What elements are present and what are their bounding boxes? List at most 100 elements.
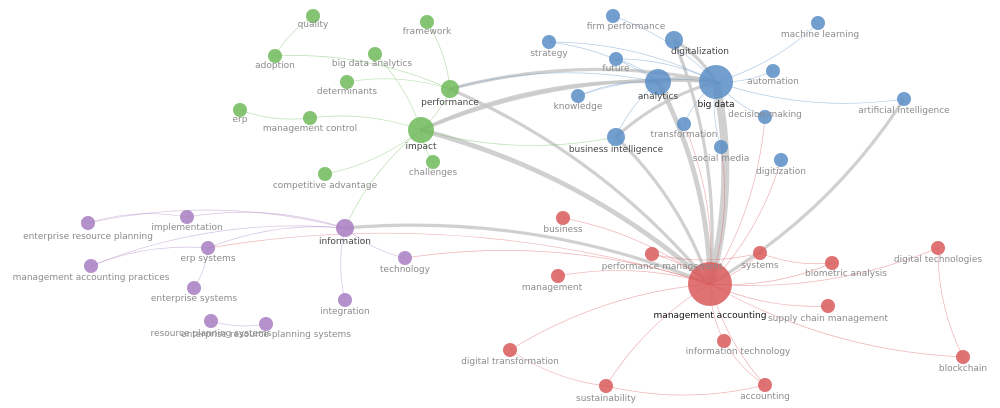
node-information-technology[interactable] xyxy=(717,334,731,348)
edge-management-accounting-digitalization xyxy=(672,39,714,285)
node-impact[interactable] xyxy=(408,117,434,143)
node-accounting[interactable] xyxy=(758,378,772,392)
edge-performance-management-systems xyxy=(651,252,761,261)
edge-information-management-accounting-practices xyxy=(90,225,346,267)
node-management-accounting[interactable] xyxy=(688,262,732,306)
node-technology[interactable] xyxy=(398,251,412,265)
node-enterprise-resource-planning-systems[interactable] xyxy=(259,317,273,331)
node-digital-technologies[interactable] xyxy=(931,241,945,255)
label-implementation: implementation xyxy=(151,223,222,233)
node-social-media[interactable] xyxy=(714,140,728,154)
node-erp[interactable] xyxy=(233,103,247,117)
label-big-data-analytics: big data analytics xyxy=(332,59,412,69)
node-big-data[interactable] xyxy=(699,65,733,99)
edge-management-accounting-information xyxy=(344,223,711,286)
node-determinants[interactable] xyxy=(340,75,354,89)
node-blockchain[interactable] xyxy=(956,350,970,364)
label-erp-systems: erp systems xyxy=(180,254,235,264)
node-business-intelligence[interactable] xyxy=(607,128,625,146)
node-automation[interactable] xyxy=(766,64,780,78)
label-erp: erp xyxy=(233,115,248,125)
node-integration[interactable] xyxy=(338,293,352,307)
label-future: future xyxy=(602,64,630,74)
node-digital-transformation[interactable] xyxy=(503,343,517,357)
edge-big-data-strategy xyxy=(548,41,717,83)
edge-management-accounting-digital-technologies xyxy=(709,247,939,286)
node-sustainability[interactable] xyxy=(599,379,613,393)
label-social-media: social media xyxy=(693,154,750,164)
label-information-technology: information technology xyxy=(686,347,791,357)
edge-management-accounting-artificial-intelligence xyxy=(709,98,906,286)
node-artificial-intelligence[interactable] xyxy=(897,92,911,106)
label-digitalization: digitalization xyxy=(671,47,729,57)
node-performance-management[interactable] xyxy=(645,247,659,261)
label-impact: impact xyxy=(406,142,437,152)
edge-management-accounting-digital-transformation xyxy=(509,283,711,351)
node-big-data-analytics[interactable] xyxy=(368,47,382,61)
label-management-control: management control xyxy=(263,124,357,134)
edge-information-erp-systems xyxy=(207,226,346,249)
node-framework[interactable] xyxy=(420,15,434,29)
label-enterprise-resource-planning: enterprise resource planning xyxy=(23,232,153,242)
label-resource-planning-systems: resource planning systems xyxy=(151,329,272,339)
label-management-accounting-practices: management accounting practices xyxy=(13,273,170,283)
node-competitive-advantage[interactable] xyxy=(318,167,332,181)
edge-analytics-strategy xyxy=(548,41,659,83)
edge-analytics-performance xyxy=(449,72,659,90)
node-firm-performance[interactable] xyxy=(606,9,620,23)
label-business: business xyxy=(543,225,583,235)
node-transformation[interactable] xyxy=(677,117,691,131)
node-erp-systems[interactable] xyxy=(201,241,215,255)
label-analytics: analytics xyxy=(638,92,679,102)
node-digitization[interactable] xyxy=(774,153,788,167)
node-implementation[interactable] xyxy=(180,210,194,224)
edge-management-accounting-impact xyxy=(420,127,712,286)
edge-information-implementation xyxy=(186,211,346,229)
node-management[interactable] xyxy=(551,269,565,283)
label-enterprise-resource-planning-systems: enterprise resource planning systems xyxy=(181,330,351,340)
node-systems[interactable] xyxy=(753,246,767,260)
node-future[interactable] xyxy=(609,52,623,66)
node-performance[interactable] xyxy=(441,80,459,98)
edge-management-accounting-analytics xyxy=(655,80,713,285)
node-adoption[interactable] xyxy=(268,49,282,63)
node-management-control[interactable] xyxy=(303,111,317,125)
label-machine-learning: machine learning xyxy=(781,30,859,40)
label-sustainability: sustainability xyxy=(576,394,637,404)
node-biometric-analysis[interactable] xyxy=(825,256,839,270)
node-challenges[interactable] xyxy=(426,155,440,169)
node-quality[interactable] xyxy=(306,9,320,23)
node-knowledge[interactable] xyxy=(571,89,585,103)
edge-performance-determinants xyxy=(346,78,451,90)
label-framework: framework xyxy=(403,27,452,37)
node-management-accounting-practices[interactable] xyxy=(84,259,98,273)
edge-digital-technologies-blockchain xyxy=(937,247,964,358)
label-digital-technologies: digital technologies xyxy=(894,255,983,265)
node-enterprise-systems[interactable] xyxy=(187,281,201,295)
node-machine-learning[interactable] xyxy=(811,16,825,30)
edge-big-data-performance xyxy=(449,67,717,91)
label-management: management xyxy=(522,283,583,293)
label-information: information xyxy=(319,237,371,247)
node-strategy[interactable] xyxy=(542,35,556,49)
node-analytics[interactable] xyxy=(645,69,671,95)
node-layer xyxy=(81,9,970,393)
label-competitive-advantage: competitive advantage xyxy=(273,181,378,191)
label-technology: technology xyxy=(380,265,431,275)
node-resource-planning-systems[interactable] xyxy=(204,314,218,328)
label-determinants: determinants xyxy=(317,87,378,97)
node-supply-chain-management[interactable] xyxy=(821,299,835,313)
edge-digital-transformation-sustainability xyxy=(509,349,607,387)
label-performance-management: performance management xyxy=(602,262,723,272)
label-firm-performance: firm performance xyxy=(587,22,666,32)
label-adoption: adoption xyxy=(255,61,295,71)
node-digitalization[interactable] xyxy=(665,31,683,49)
label-supply-chain-management: supply chain management xyxy=(768,314,888,324)
node-business[interactable] xyxy=(556,211,570,225)
node-information[interactable] xyxy=(336,219,354,237)
label-knowledge: knowledge xyxy=(554,102,603,112)
node-decision-making[interactable] xyxy=(758,110,772,124)
node-enterprise-resource-planning[interactable] xyxy=(81,216,95,230)
label-digitization: digitization xyxy=(756,167,806,177)
